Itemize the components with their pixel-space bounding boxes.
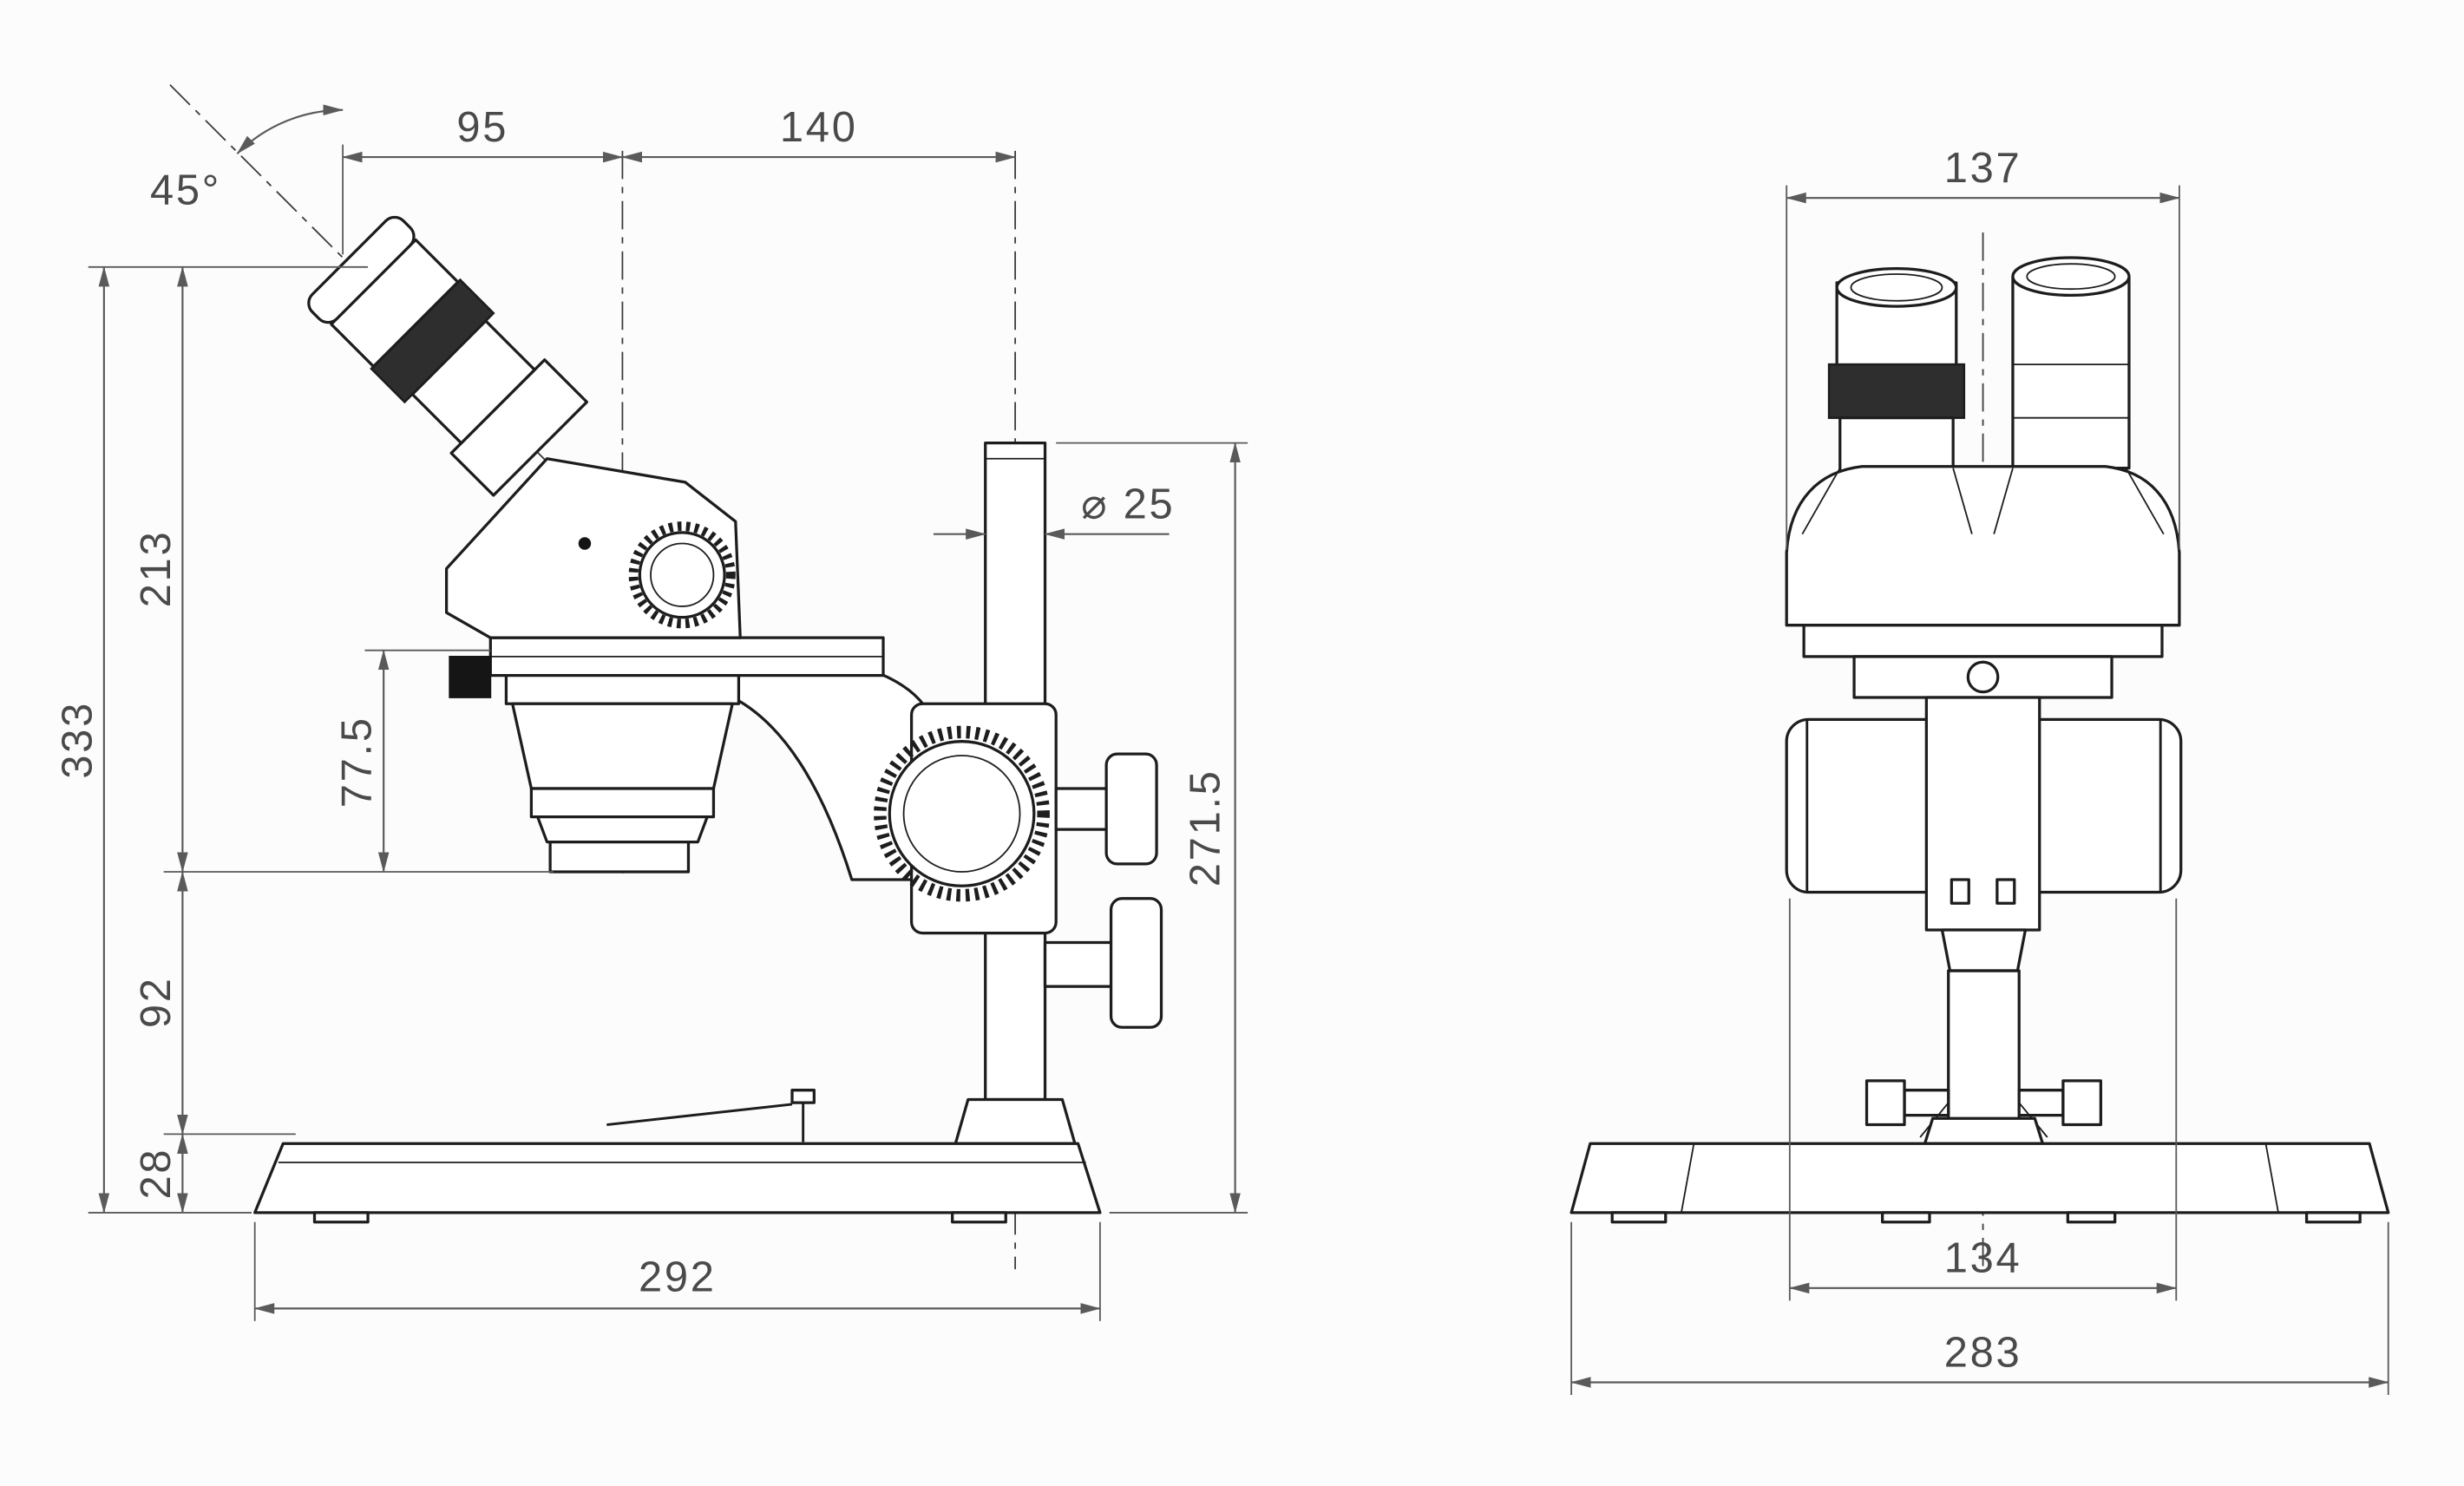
foot: [2066, 1211, 2117, 1224]
dim-137: 137: [1786, 145, 2180, 550]
dim-292: 292: [253, 1221, 1101, 1321]
pod-front: [1924, 696, 2041, 932]
base-front: [1569, 1142, 2390, 1224]
zoom-knob[interactable]: [628, 521, 736, 629]
dim-label-137: 137: [1944, 145, 2022, 192]
eyepiece-knurl-ring: [1827, 363, 1966, 419]
dim-label-134: 134: [1944, 1235, 2022, 1282]
dim-label-45deg: 45°: [150, 167, 221, 213]
dim-95: 95: [342, 104, 624, 163]
column-collar: [1923, 1116, 2044, 1145]
focus-knob-lower[interactable]: [1043, 897, 1163, 1029]
dim-92: 92: [133, 871, 296, 1136]
foot: [1881, 1211, 1931, 1224]
dim-label-95: 95: [456, 104, 508, 151]
dim-77-5: 77.5: [334, 649, 491, 873]
dim-label-271-5: 271.5: [1183, 769, 1229, 887]
dim-label-213: 213: [133, 530, 180, 608]
dim-label-dia-25: ⌀ 25: [1081, 481, 1175, 528]
eyepiece-left: [1827, 267, 1966, 473]
head-front: [1785, 465, 2181, 699]
dim-label-140: 140: [780, 104, 858, 151]
dim-label-77-5: 77.5: [334, 716, 381, 808]
head-body: [444, 457, 742, 639]
foot: [2304, 1211, 2362, 1224]
eyepiece-right: [2011, 256, 2131, 470]
dim-271-5: 271.5: [1056, 442, 1248, 1214]
foot: [951, 1211, 1007, 1224]
dim-label-28: 28: [133, 1148, 180, 1200]
dim-label-333: 333: [54, 701, 101, 779]
eyepiece-tube: [307, 215, 588, 497]
focus-knob-large[interactable]: [874, 725, 1050, 902]
objective-pod: [504, 674, 741, 874]
dim-140: 140: [621, 104, 1017, 163]
focus-knob-upper[interactable]: [1054, 752, 1158, 866]
dim-label-292: 292: [639, 1254, 717, 1300]
front-view: 137 134 283: [1569, 145, 2390, 1395]
column-front: [1864, 928, 2102, 1145]
foot: [1610, 1211, 1668, 1224]
dim-dia-25: ⌀ 25: [933, 481, 1175, 540]
dim-label-283: 283: [1944, 1329, 2022, 1376]
dim-eyepiece-angle: 45°: [150, 104, 344, 255]
stage-clip[interactable]: [606, 1089, 816, 1142]
dim-213: 213: [133, 265, 554, 873]
dim-283: 283: [1570, 1221, 2389, 1395]
head-mount-plate: [449, 636, 885, 698]
base-side: [253, 1089, 1102, 1224]
thumbscrew-right[interactable]: [2017, 1079, 2102, 1138]
dim-134: 134: [1788, 898, 2178, 1301]
dim-28: 28: [133, 1133, 188, 1214]
column-flange: [953, 1097, 1077, 1145]
head-screw: [1966, 660, 2000, 694]
dim-333: 333: [54, 265, 369, 1214]
head-dot: [578, 537, 592, 550]
lock-knob: [449, 656, 492, 698]
thumbscrew-left[interactable]: [1864, 1079, 1950, 1138]
side-view: 45° 95 140 333 213 92 28: [54, 84, 1248, 1321]
dim-label-92: 92: [133, 976, 180, 1028]
foot: [312, 1211, 370, 1224]
